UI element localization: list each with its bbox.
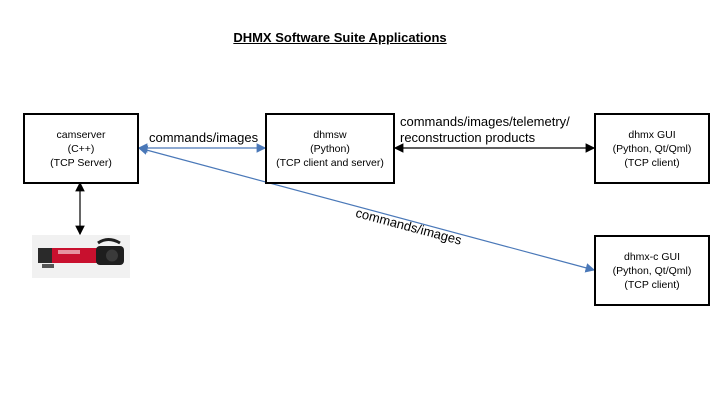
camserver-role: (TCP Server) (50, 156, 112, 169)
dhmx-gui-role: (TCP client) (624, 156, 680, 169)
dhmxc-gui-box: dhmx-c GUI (Python, Qt/Qml) (TCP client) (594, 235, 710, 306)
camera-icon (32, 235, 130, 278)
dhmx-gui-name: dhmx GUI (628, 128, 676, 141)
camserver-name: camserver (56, 128, 106, 141)
edge-label-dhmsw-gui-line1: commands/images/telemetry/ (400, 114, 570, 129)
dhmsw-box: dhmsw (Python) (TCP client and server) (265, 113, 395, 184)
dhmsw-role: (TCP client and server) (276, 156, 384, 169)
camserver-box: camserver (C++) (TCP Server) (23, 113, 139, 184)
dhmxc-gui-name: dhmx-c GUI (623, 250, 680, 263)
dhmxc-gui-language: (Python, Qt/Qml) (612, 264, 692, 277)
dhmx-gui-language: (Python, Qt/Qml) (612, 142, 692, 155)
dhmsw-language: (Python) (310, 142, 350, 155)
edge-camserver-dhmxc-gui (137, 145, 596, 273)
edge-label-dhmsw-gui-line2: reconstruction products (400, 130, 536, 145)
dhmxc-gui-role: (TCP client) (624, 278, 680, 291)
camserver-language: (C++) (67, 142, 95, 155)
edge-label-camserver-dhmsw: commands/images (149, 130, 259, 145)
dhmx-gui-box: dhmx GUI (Python, Qt/Qml) (TCP client) (594, 113, 710, 184)
dhmsw-name: dhmsw (313, 128, 347, 141)
diagram-title: DHMX Software Suite Applications (233, 30, 447, 45)
